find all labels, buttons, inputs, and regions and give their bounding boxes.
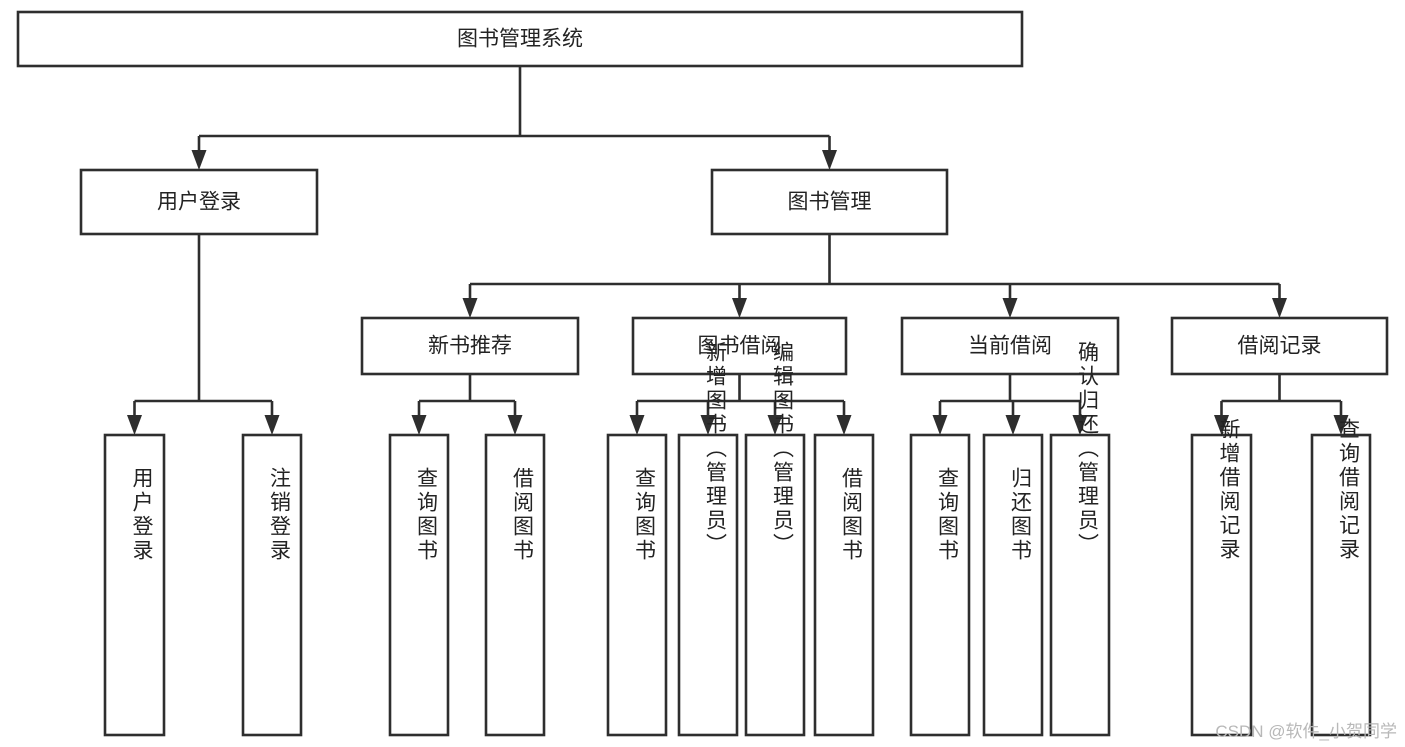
node-box[interactable]	[16, 10, 1024, 68]
node-box[interactable]	[103, 433, 166, 737]
arrow-head	[629, 415, 645, 435]
node-box[interactable]	[388, 433, 450, 737]
arrow-head	[732, 298, 747, 318]
arrow-head	[1072, 415, 1088, 435]
node-box[interactable]	[606, 433, 668, 737]
arrow-head	[822, 150, 837, 170]
node-box[interactable]	[1310, 433, 1372, 737]
node-borrow-record[interactable]: 借阅记录	[1170, 316, 1389, 376]
node-leaf-borrow-book-1[interactable]: 借阅图书	[484, 433, 546, 737]
node-leaf-user-login[interactable]: 用户登录	[103, 433, 166, 737]
node-box[interactable]	[1170, 316, 1389, 376]
arrow-head	[462, 298, 478, 318]
arrow-head	[191, 150, 207, 170]
edge-group-new-book-rec	[411, 374, 523, 435]
node-label: 编辑图书（管理员）	[771, 341, 795, 557]
node-label: 用户登录	[130, 467, 154, 563]
arrow-head	[767, 415, 783, 435]
node-leaf-borrow-book-2[interactable]: 借阅图书	[813, 433, 875, 737]
edge-group-user-login	[127, 234, 280, 435]
node-label: 查询图书	[633, 467, 657, 563]
arrow-head	[1002, 298, 1018, 318]
node-label: 确认归还（管理员）	[1076, 341, 1100, 557]
node-leaf-query-record[interactable]: 查询借阅记录	[1310, 418, 1372, 737]
arrow-head	[1214, 415, 1229, 435]
node-label: 查询图书	[415, 467, 439, 563]
node-box[interactable]	[677, 433, 739, 737]
connector-layer	[127, 66, 1349, 435]
node-box[interactable]	[1049, 433, 1111, 737]
node-label: 借阅记录	[1238, 335, 1322, 358]
node-label: 图书借阅	[698, 335, 782, 358]
node-box[interactable]	[982, 433, 1044, 737]
node-label: 新增图书（管理员）	[704, 341, 728, 557]
node-book-borrow[interactable]: 图书借阅	[631, 316, 848, 376]
arrow-head	[1005, 415, 1021, 435]
node-label: 查询借阅记录	[1337, 418, 1361, 562]
node-book-manage[interactable]: 图书管理	[710, 168, 949, 236]
node-leaf-user-logout[interactable]: 注销登录	[241, 433, 303, 737]
node-box[interactable]	[1190, 433, 1253, 737]
node-label: 图书管理系统	[457, 28, 583, 51]
node-box[interactable]	[710, 168, 949, 236]
arrow-head	[507, 415, 523, 435]
node-label: 借阅图书	[511, 467, 535, 563]
node-box[interactable]	[813, 433, 875, 737]
edge-group-borrow-record	[1214, 374, 1349, 435]
node-leaf-add-book[interactable]: 新增图书（管理员）	[677, 341, 739, 737]
node-layer: 图书管理系统用户登录图书管理新书推荐图书借阅当前借阅借阅记录用户登录注销登录查询…	[16, 10, 1389, 737]
arrow-head	[411, 415, 427, 435]
watermark-label: CSDN @软件_小贺同学	[1215, 722, 1397, 741]
arrow-head	[1333, 415, 1349, 435]
node-label: 借阅图书	[840, 467, 864, 563]
node-box[interactable]	[79, 168, 319, 236]
node-label: 新书推荐	[428, 335, 512, 358]
node-leaf-add-record[interactable]: 新增借阅记录	[1190, 418, 1253, 737]
arrow-head	[836, 415, 852, 435]
edge-group-book-borrow	[629, 374, 852, 435]
node-box[interactable]	[241, 433, 303, 737]
edge-group-root	[191, 66, 837, 170]
node-new-book-rec[interactable]: 新书推荐	[360, 316, 580, 376]
arrow-head	[264, 415, 280, 435]
node-current-borrow[interactable]: 当前借阅	[900, 316, 1120, 376]
node-box[interactable]	[744, 433, 806, 737]
node-label: 新增借阅记录	[1217, 418, 1241, 562]
node-box[interactable]	[360, 316, 580, 376]
node-leaf-query-book-1[interactable]: 查询图书	[388, 433, 450, 737]
arrow-head	[1272, 298, 1287, 318]
node-box[interactable]	[484, 433, 546, 737]
node-leaf-query-book-2[interactable]: 查询图书	[606, 433, 668, 737]
node-label: 归还图书	[1009, 467, 1033, 563]
node-leaf-confirm-return[interactable]: 确认归还（管理员）	[1049, 341, 1111, 737]
node-label: 图书管理	[788, 191, 872, 214]
node-leaf-query-book-3[interactable]: 查询图书	[909, 433, 971, 737]
node-box[interactable]	[909, 433, 971, 737]
node-label: 查询图书	[936, 467, 960, 563]
arrow-head	[932, 415, 948, 435]
node-user-login[interactable]: 用户登录	[79, 168, 319, 236]
node-leaf-return-book[interactable]: 归还图书	[982, 433, 1044, 737]
arrow-head	[127, 415, 142, 435]
node-label: 用户登录	[157, 191, 241, 214]
node-label: 当前借阅	[968, 335, 1052, 358]
edge-group-book-manage	[462, 234, 1287, 318]
arrow-head	[700, 415, 716, 435]
node-leaf-edit-book[interactable]: 编辑图书（管理员）	[744, 341, 806, 737]
node-root[interactable]: 图书管理系统	[16, 10, 1024, 68]
node-box[interactable]	[900, 316, 1120, 376]
node-box[interactable]	[631, 316, 848, 376]
edge-group-current-borrow	[932, 374, 1088, 435]
node-label: 注销登录	[268, 467, 292, 563]
